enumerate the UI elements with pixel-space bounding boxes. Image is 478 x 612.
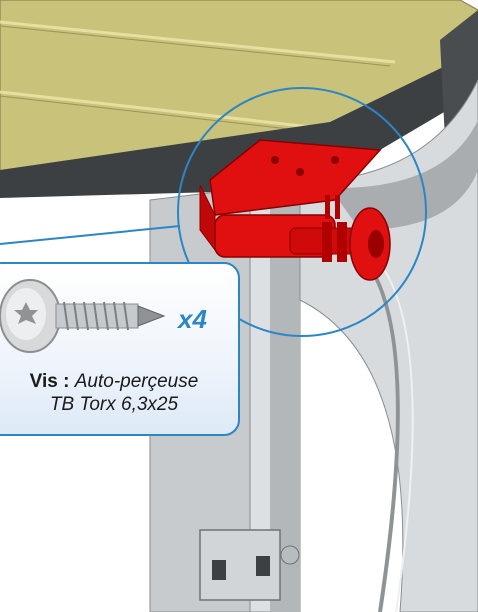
screw-type: Auto-perçeuse bbox=[74, 371, 199, 392]
frame-top-edge bbox=[0, 50, 478, 198]
panel-groove-shadow bbox=[0, 95, 316, 133]
red-pin bbox=[325, 195, 330, 219]
detail-highlight-circle bbox=[177, 87, 427, 337]
screw-quantity: x4 bbox=[178, 304, 207, 334]
screw-caption: Vis : Auto-perçeuse TB Torx 6,3x25 bbox=[0, 370, 240, 416]
door-panel bbox=[0, 0, 478, 191]
panel-groove bbox=[0, 90, 321, 130]
red-collar bbox=[337, 222, 347, 262]
curved-track-channel bbox=[330, 120, 478, 230]
screw-spec: TB Torx 6,3x25 bbox=[49, 394, 179, 415]
lower-bracket-slot bbox=[256, 556, 270, 576]
red-plate-hole bbox=[331, 156, 339, 164]
lower-bracket-slot bbox=[212, 560, 226, 580]
torx-screw-icon bbox=[0, 279, 166, 353]
red-collar bbox=[322, 222, 332, 262]
red-plate-hole bbox=[296, 168, 304, 176]
jamb-face bbox=[270, 185, 300, 612]
screw-label: Vis : bbox=[29, 371, 70, 392]
panel-groove bbox=[0, 20, 396, 64]
lower-bracket-bolt bbox=[280, 545, 300, 565]
screw-callout-box: x4 Vis : Auto-perçeuse TB Torx 6,3x25 bbox=[0, 262, 240, 436]
panel-groove-shadow bbox=[0, 25, 391, 67]
red-pulley-hub bbox=[368, 230, 384, 258]
callout-leader-line bbox=[0, 225, 181, 245]
red-pin bbox=[335, 195, 340, 219]
red-plate-hole bbox=[271, 156, 279, 164]
